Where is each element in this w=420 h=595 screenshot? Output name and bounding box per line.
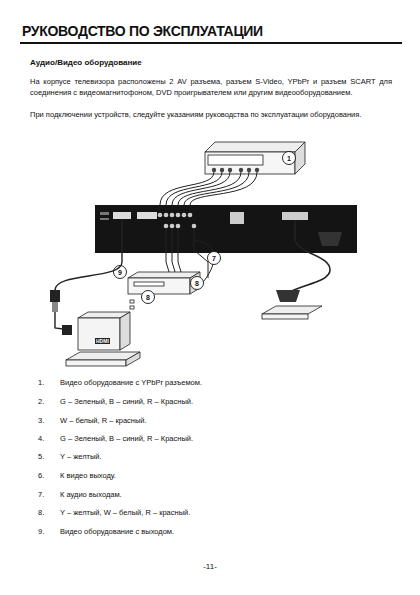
list-item: G – Зеленый, B – синий, R – Красный.	[60, 434, 193, 444]
list-number: 2.	[38, 397, 44, 407]
body-text: При подключении устройств, следуйте указ…	[30, 109, 392, 120]
vcr-device	[128, 272, 200, 309]
port-label: HDMI	[95, 338, 110, 344]
scart-cable	[262, 220, 342, 319]
callout-number: 8	[195, 280, 199, 287]
list-item: К видео выходу.	[60, 471, 116, 481]
callout-number: 9	[118, 269, 122, 276]
list-item: Видео оборудование с YPbPr разъемом.	[60, 378, 202, 388]
list-number: 1.	[38, 378, 44, 388]
ypbpr-device	[205, 142, 305, 174]
list-number: 5.	[38, 452, 44, 462]
list-item: W – белый, R – красный.	[60, 416, 147, 426]
list-item: Видео оборудование с выходом.	[60, 527, 174, 537]
page-title: РУКОВОДСТВО ПО ЭКСПЛУАТАЦИИ	[22, 22, 263, 41]
callout-number: 1	[287, 155, 291, 162]
list-number: 6.	[38, 471, 44, 481]
section-heading: Аудио/Видео оборудование	[30, 58, 142, 69]
rca-cables	[160, 172, 257, 205]
hdmi-device	[66, 312, 140, 366]
list-item: Y – желтый, W – белый, R – красный.	[60, 508, 190, 518]
body-text: На корпусе телевизора расположены 2 AV р…	[30, 76, 392, 98]
header-rule	[20, 42, 402, 44]
list-item: G – Зеленый, B – синий, R – Красный.	[60, 397, 193, 407]
list-item: Y – желтый.	[60, 452, 102, 462]
list-number: 4.	[38, 434, 44, 444]
list-number: 3.	[38, 416, 44, 426]
callout-number: 7	[212, 255, 216, 262]
callout-number: 8	[146, 294, 150, 301]
rca-jacks	[212, 168, 259, 172]
callout-circle	[283, 152, 296, 165]
callout-circles	[114, 252, 221, 304]
list-number: 7.	[38, 490, 44, 500]
tv-back-panel	[95, 205, 357, 253]
list-number: 9.	[38, 527, 44, 537]
page-number: -11-	[203, 562, 217, 573]
list-item: К аудио выходам.	[60, 490, 122, 500]
list-number: 8.	[38, 508, 44, 518]
